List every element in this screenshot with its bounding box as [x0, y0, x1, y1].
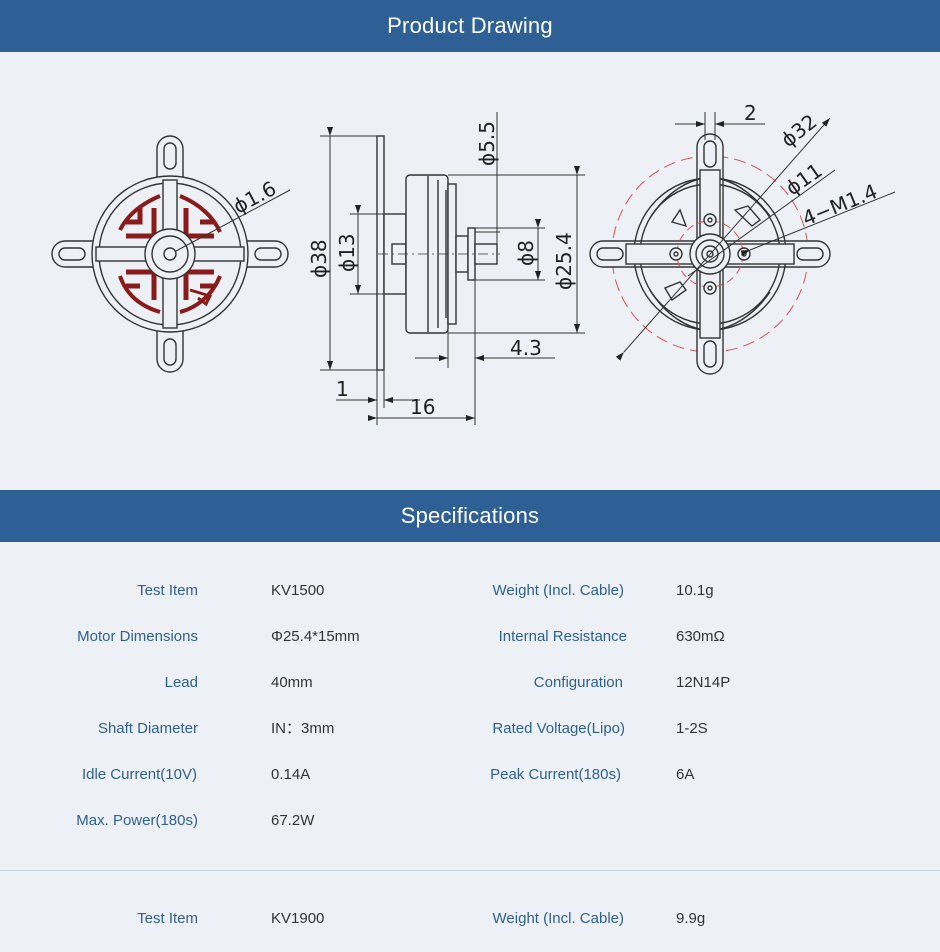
spec-value: 10.1g: [676, 582, 714, 599]
spec-value: 12N14P: [676, 674, 731, 691]
specifications-title: Specifications: [400, 503, 540, 528]
spec-label: Lead: [164, 674, 198, 691]
dim-phi32: ϕ32: [776, 109, 821, 152]
spec-label: Rated Voltage(Lipo): [492, 720, 625, 737]
drawing-svg: ϕ1.6: [51, 101, 896, 425]
dim-16: 16: [410, 395, 435, 419]
spec-label: Idle Current(10V): [81, 766, 197, 783]
spec-value: 630mΩ: [676, 628, 725, 645]
spec-row: Test Item KV1500 Weight (Incl. Cable) 10…: [0, 579, 940, 603]
dim-phi5-5: ϕ5.5: [475, 121, 499, 166]
product-drawing-title: Product Drawing: [387, 13, 553, 38]
spec-value: KV1500: [271, 582, 325, 599]
spec-row: Motor Dimensions Φ25.4*15mm Internal Res…: [0, 625, 940, 649]
spec-label: Weight (Incl. Cable): [492, 582, 624, 599]
product-drawing: ϕ1.6: [0, 52, 940, 490]
side-view-dims: [320, 112, 585, 425]
product-drawing-header: Product Drawing: [0, 0, 940, 52]
left-view: [51, 135, 291, 373]
dim-phi8: ϕ8: [514, 240, 538, 266]
spec-label: Max. Power(180s): [76, 812, 198, 829]
spec-row: Shaft Diameter IN：3mm Rated Voltage(Lipo…: [0, 717, 940, 741]
side-view: [376, 135, 500, 371]
spec-label: Peak Current(180s): [490, 766, 621, 783]
spec-value: 0.14A: [271, 766, 311, 783]
spec-row: Max. Power(180s) 67.2W: [0, 809, 940, 833]
spec-row: Idle Current(10V) 0.14A Peak Current(180…: [0, 763, 940, 787]
dim-4-3: 4.3: [510, 336, 542, 360]
dim-phi38: ϕ38: [307, 239, 331, 278]
spec-value: KV1900: [271, 910, 325, 927]
spec-value: 67.2W: [271, 812, 315, 829]
spec-label: Weight (Incl. Cable): [492, 910, 624, 927]
spec-row: Lead 40mm Configuration 12N14P: [0, 671, 940, 695]
spec-value: IN：3mm: [271, 720, 335, 737]
spec-value: 1-2S: [676, 720, 708, 737]
spec-label: Configuration: [533, 674, 623, 691]
spec-value: 9.9g: [676, 910, 706, 927]
spec-value: Φ25.4*15mm: [271, 628, 360, 645]
divider: [0, 870, 940, 871]
spec-label: Motor Dimensions: [77, 628, 198, 645]
spec-label: Internal Resistance: [498, 628, 627, 645]
spec-value: 40mm: [271, 674, 313, 691]
spec-label: Test Item: [137, 582, 198, 599]
right-view-dims: [615, 112, 896, 361]
spec-row: Test Item KV1900 Weight (Incl. Cable) 9.…: [0, 907, 940, 931]
spec-label: Test Item: [137, 910, 198, 927]
dim-phi13: ϕ13: [335, 233, 359, 272]
specifications-header: Specifications: [0, 490, 940, 542]
dim-1: 1: [336, 377, 349, 401]
dim-2: 2: [744, 101, 757, 125]
spec-value: 6A: [676, 766, 695, 783]
spec-label: Shaft Diameter: [97, 720, 198, 737]
dim-phi1-6: ϕ1.6: [229, 176, 280, 218]
dim-phi25-4: ϕ25.4: [552, 232, 576, 290]
